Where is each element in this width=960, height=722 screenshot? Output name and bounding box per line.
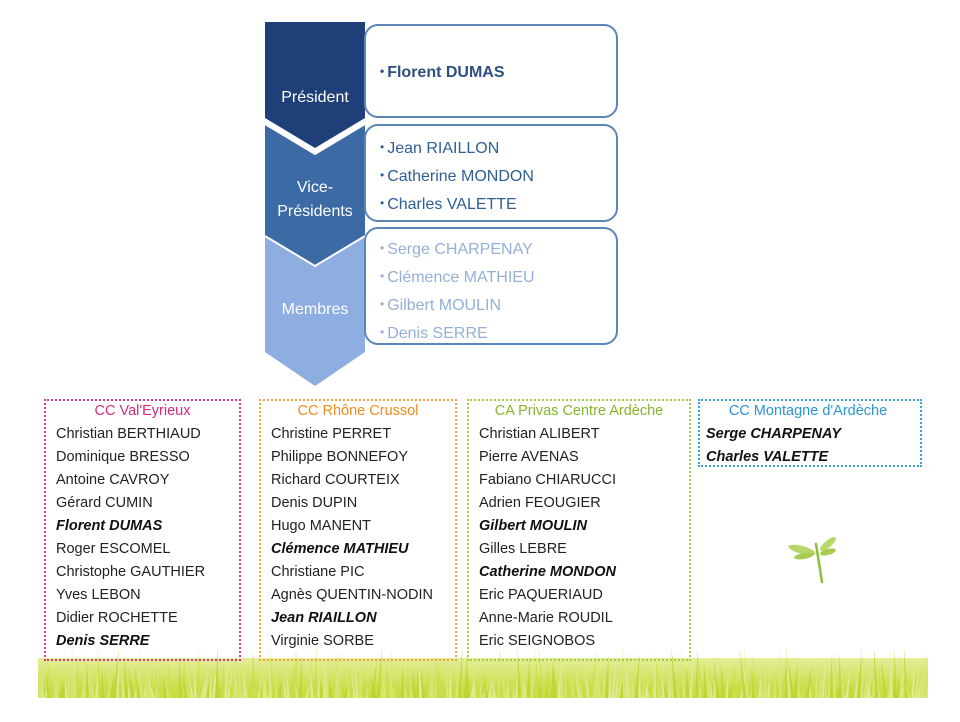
- list-item: Christian BERTHIAUD: [56, 426, 201, 442]
- president-name: Florent DUMAS: [380, 58, 616, 86]
- list-item: Jean RIAILLON: [271, 610, 377, 626]
- members-label: Membres: [281, 301, 349, 318]
- vice-presidents-box: Jean RIAILLON Catherine MONDON Charles V…: [364, 124, 618, 222]
- grass-decoration: [38, 646, 928, 698]
- list-item: Charles VALETTE: [706, 449, 829, 465]
- list-item: Hugo MANENT: [271, 518, 371, 534]
- list-item: Christine PERRET: [271, 426, 392, 442]
- list-item: Roger ESCOMEL: [56, 541, 171, 557]
- vice-president-name: Jean RIAILLON: [380, 134, 616, 162]
- member-name: Denis SERRE: [380, 319, 616, 347]
- community-member-list: Christian ALIBERT Pierre AVENAS Fabiano …: [479, 423, 689, 653]
- list-item: Christiane PIC: [271, 564, 365, 580]
- list-item: Denis DUPIN: [271, 495, 358, 511]
- vice-president-name: Charles VALETTE: [380, 190, 616, 218]
- list-item: Clémence MATHIEU: [271, 541, 409, 557]
- list-item: Didier ROCHETTE: [56, 610, 178, 626]
- list-item: Antoine CAVROY: [56, 472, 170, 488]
- list-item: Virginie SORBE: [271, 633, 374, 649]
- dragonfly-icon: [788, 537, 836, 584]
- list-item: Eric SEIGNOBOS: [479, 633, 596, 649]
- community-title: CC Rhône Crussol: [297, 403, 419, 419]
- community-cc-montagne-ardeche: CC Montagne d'Ardèche Serge CHARPENAY Ch…: [698, 399, 922, 467]
- president-label: Président: [281, 89, 349, 106]
- list-item: Florent DUMAS: [56, 518, 163, 534]
- members-box: Serge CHARPENAY Clémence MATHIEU Gilbert…: [364, 227, 618, 345]
- list-item: Catherine MONDON: [479, 564, 616, 580]
- list-item: Gilles LEBRE: [479, 541, 567, 557]
- members-chevron: [265, 236, 365, 386]
- community-title: CC Val'Eyrieux: [94, 403, 191, 419]
- president-chevron: [265, 22, 365, 148]
- vice-label-line1: Vice-: [296, 179, 334, 196]
- community-title: CC Montagne d'Ardèche: [728, 403, 888, 419]
- vice-president-name: Catherine MONDON: [380, 162, 616, 190]
- community-title: CA Privas Centre Ardèche: [494, 403, 664, 419]
- list-item: Eric PAQUERIAUD: [479, 587, 603, 603]
- member-name: Gilbert MOULIN: [380, 291, 616, 319]
- member-name: Clémence MATHIEU: [380, 263, 616, 291]
- list-item: Pierre AVENAS: [479, 449, 579, 465]
- list-item: Yves LEBON: [56, 587, 141, 603]
- vice-label-line2: Présidents: [277, 203, 353, 220]
- community-cc-rhone-crussol: CC Rhône Crussol Christine PERRET Philip…: [259, 399, 457, 661]
- community-cc-valeyrieux: CC Val'Eyrieux Christian BERTHIAUD Domin…: [44, 399, 241, 661]
- list-item: Christophe GAUTHIER: [56, 564, 206, 580]
- community-member-list: Christian BERTHIAUD Dominique BRESSO Ant…: [56, 423, 239, 653]
- list-item: Dominique BRESSO: [56, 449, 190, 465]
- list-item: Denis SERRE: [56, 633, 150, 649]
- community-ca-privas: CA Privas Centre Ardèche Christian ALIBE…: [467, 399, 691, 661]
- list-item: Philippe BONNEFOY: [271, 449, 408, 465]
- vice-chevron: [265, 124, 365, 270]
- list-item: Fabiano CHIARUCCI: [479, 472, 616, 488]
- list-item: Christian ALIBERT: [479, 426, 600, 442]
- chevron-arrows: [264, 22, 366, 386]
- member-name: Serge CHARPENAY: [380, 235, 616, 263]
- list-item: Serge CHARPENAY: [706, 426, 842, 442]
- president-box: Florent DUMAS: [364, 24, 618, 118]
- community-member-list: Serge CHARPENAY Charles VALETTE: [706, 423, 920, 469]
- community-member-list: Christine PERRET Philippe BONNEFOY Richa…: [271, 423, 455, 653]
- list-item: Agnès QUENTIN-NODIN: [271, 587, 433, 603]
- list-item: Anne-Marie ROUDIL: [479, 610, 613, 626]
- list-item: Gilbert MOULIN: [479, 518, 587, 534]
- list-item: Richard COURTEIX: [271, 472, 400, 488]
- list-item: Adrien FEOUGIER: [479, 495, 601, 511]
- list-item: Gérard CUMIN: [56, 495, 153, 511]
